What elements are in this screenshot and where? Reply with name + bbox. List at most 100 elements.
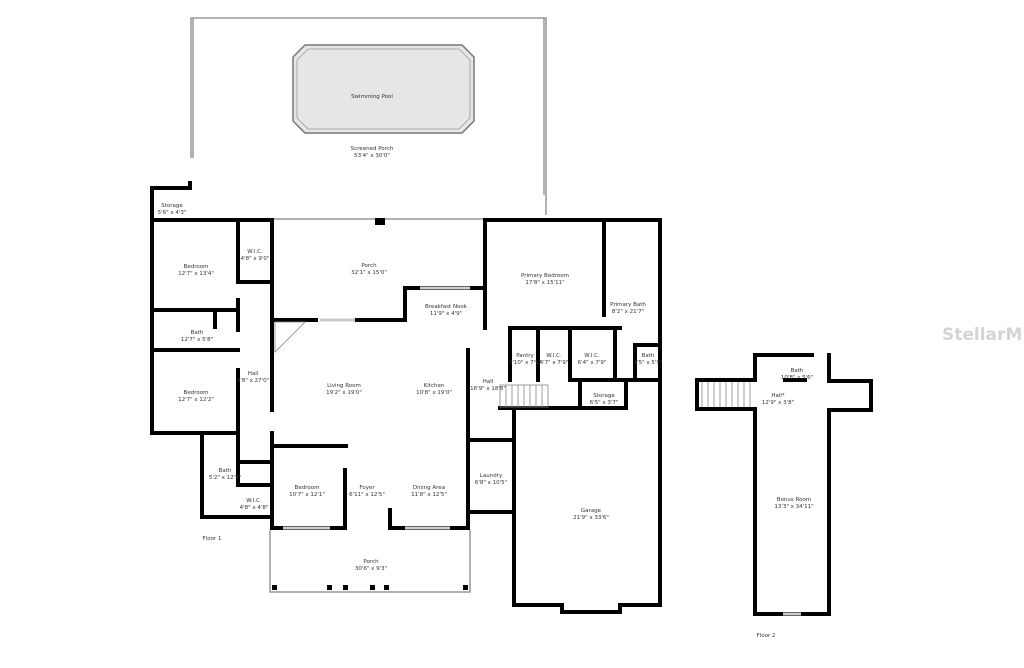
svg-text:4'8" x 4'8": 4'8" x 4'8" — [240, 505, 269, 511]
room-label: Swimming Pool — [351, 94, 393, 100]
svg-text:4'8" x 27'0": 4'8" x 27'0" — [237, 378, 269, 384]
svg-text:Screened Porch: Screened Porch — [351, 146, 394, 152]
svg-text:Pantry: Pantry — [516, 353, 534, 359]
svg-text:12'9" x 3'8": 12'9" x 3'8" — [762, 400, 794, 406]
svg-text:5'6" x 4'3": 5'6" x 4'3" — [158, 210, 187, 216]
svg-text:Storage: Storage — [593, 393, 615, 399]
svg-text:Bedroom: Bedroom — [184, 390, 209, 396]
svg-text:6'5" x 3'7": 6'5" x 3'7" — [590, 400, 619, 406]
room-label: Hall*12'9" x 3'8" — [762, 393, 794, 406]
floor2-label: Floor 2 — [757, 633, 776, 639]
svg-text:Bath: Bath — [191, 330, 204, 336]
svg-text:Hall*: Hall* — [771, 393, 785, 399]
svg-text:4'5" x 5'9": 4'5" x 5'9" — [634, 360, 663, 366]
stairs-floor1 — [274, 321, 549, 408]
svg-text:8'2" x 21'7": 8'2" x 21'7" — [612, 309, 644, 315]
svg-text:Bonus Room: Bonus Room — [777, 497, 811, 503]
svg-text:30'6" x 9'3": 30'6" x 9'3" — [355, 566, 387, 572]
svg-text:Garage: Garage — [581, 508, 602, 514]
svg-text:6'8" x 10'5": 6'8" x 10'5" — [475, 480, 507, 486]
svg-text:Hall: Hall — [248, 371, 259, 377]
svg-text:11'9" x 4'9": 11'9" x 4'9" — [430, 311, 462, 317]
floor1-label: Floor 1 — [203, 536, 222, 542]
svg-text:Primary Bath: Primary Bath — [610, 302, 646, 308]
svg-text:19'2" x 19'0": 19'2" x 19'0" — [326, 390, 362, 396]
svg-text:10'8" x 5'6": 10'8" x 5'6" — [781, 375, 813, 381]
svg-text:4'8" x 9'0": 4'8" x 9'0" — [241, 256, 270, 262]
svg-text:12'7" x 13'4": 12'7" x 13'4" — [178, 271, 214, 277]
room-label: W.I.C.4'7" x 7'9" — [540, 353, 569, 366]
svg-text:Storage: Storage — [161, 203, 183, 209]
room-label: W.I.C.4'8" x 9'0" — [241, 249, 270, 262]
svg-text:13'3" x 34'11": 13'3" x 34'11" — [774, 504, 813, 510]
room-name: Swimming Pool — [351, 94, 393, 100]
svg-text:W.I.C.: W.I.C. — [584, 353, 600, 359]
svg-text:10'7" x 12'1": 10'7" x 12'1" — [289, 492, 325, 498]
stairs-floor2 — [701, 382, 751, 407]
svg-text:Bedroom: Bedroom — [295, 485, 320, 491]
svg-text:12'7" x 5'8": 12'7" x 5'8" — [181, 337, 213, 343]
svg-text:21'9" x 33'6": 21'9" x 33'6" — [573, 515, 609, 521]
svg-text:3'10" x 7'9": 3'10" x 7'9" — [509, 360, 541, 366]
svg-text:Living Room: Living Room — [327, 383, 361, 389]
svg-text:6'11" x 12'5": 6'11" x 12'5" — [349, 492, 385, 498]
svg-text:17'8" x 15'11": 17'8" x 15'11" — [525, 280, 564, 286]
svg-text:Bath: Bath — [791, 368, 804, 374]
svg-text:Porch: Porch — [361, 263, 377, 269]
floor2-walls — [695, 353, 873, 616]
svg-text:Porch: Porch — [363, 559, 379, 565]
svg-text:Dining Area: Dining Area — [413, 485, 445, 491]
svg-text:4'7" x 7'9": 4'7" x 7'9" — [540, 360, 569, 366]
svg-text:Breakfast Nook: Breakfast Nook — [425, 304, 468, 310]
svg-text:10'8" x 19'0": 10'8" x 19'0" — [416, 390, 452, 396]
svg-text:16'9" x 18'8": 16'9" x 18'8" — [470, 386, 506, 392]
floor1-walls — [150, 181, 662, 614]
svg-text:W.I.C.: W.I.C. — [246, 498, 262, 504]
svg-text:Bedroom: Bedroom — [184, 264, 209, 270]
svg-text:11'8" x 12'5": 11'8" x 12'5" — [411, 492, 447, 498]
svg-text:12'7" x 12'2": 12'7" x 12'2" — [178, 397, 214, 403]
room-label: W.I.C.4'8" x 4'8" — [240, 498, 269, 511]
svg-text:Hall: Hall — [483, 379, 494, 385]
svg-text:32'1" x 15'0": 32'1" x 15'0" — [351, 270, 387, 276]
svg-text:Primary Bedroom: Primary Bedroom — [521, 273, 569, 279]
svg-text:53'4" x 30'0": 53'4" x 30'0" — [354, 153, 390, 159]
svg-text:5'2" x 12'5": 5'2" x 12'5" — [209, 475, 241, 481]
svg-text:Foyer: Foyer — [359, 485, 375, 491]
svg-text:Kitchen: Kitchen — [424, 383, 445, 389]
svg-text:Bath: Bath — [219, 468, 232, 474]
svg-text:Laundry: Laundry — [480, 473, 503, 479]
svg-text:Bath: Bath — [642, 353, 655, 359]
swimming-pool — [292, 44, 475, 134]
room-label: W.I.C.6'4" x 7'9" — [578, 353, 607, 366]
screened-porch-outline — [190, 17, 547, 215]
front-porch-outline — [269, 530, 471, 593]
svg-text:W.I.C.: W.I.C. — [247, 249, 263, 255]
watermark-logo: StellarMLS — [942, 325, 1024, 345]
svg-text:W.I.C.: W.I.C. — [546, 353, 562, 359]
